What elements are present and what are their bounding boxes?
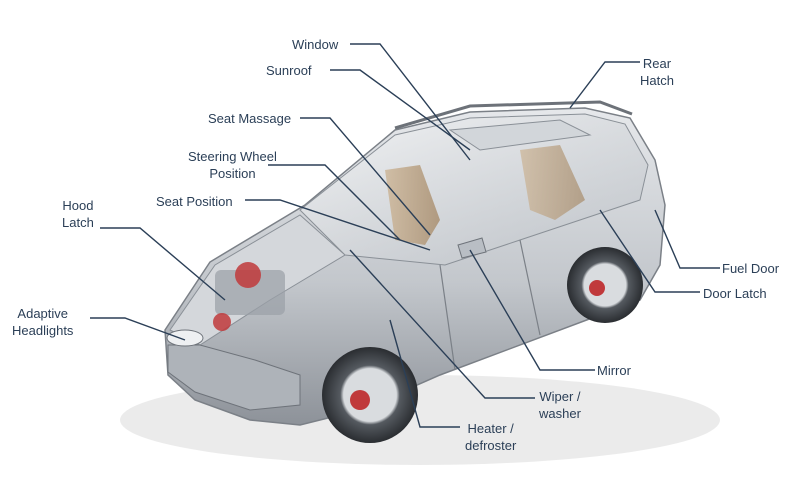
side-mirror	[457, 237, 487, 259]
label-rear-hatch-line2: Hatch	[640, 73, 674, 88]
label-seat-position: Seat Position	[156, 194, 233, 209]
leader-rear-hatch	[569, 61, 640, 109]
label-adaptive-headlights: Adaptive Headlights	[12, 305, 73, 339]
leader-heater-defroster	[389, 319, 460, 428]
leader-door-latch	[599, 209, 700, 293]
label-window: Window	[292, 37, 339, 52]
label-adaptive-headlights-line2: Headlights	[12, 323, 74, 338]
engine-block	[215, 270, 285, 315]
front-wheel	[322, 347, 418, 443]
rear-wheel	[567, 247, 643, 323]
roof-rail	[394, 100, 633, 130]
label-hood-latch: Hood Latch	[62, 197, 94, 231]
leader-seat-position	[245, 199, 431, 251]
label-heater-defroster-line1: Heater /	[467, 421, 514, 436]
label-fuel-door: Fuel Door	[722, 261, 780, 276]
rear-brake-caliper	[589, 280, 605, 296]
leader-mirror	[469, 249, 595, 371]
label-wiper-washer: Wiper / washer	[539, 388, 581, 422]
front-suspension-spring	[235, 262, 261, 288]
label-wiper-washer-line1: Wiper /	[539, 389, 581, 404]
label-door-latch: Door Latch	[703, 286, 767, 301]
leader-adaptive-headlights	[90, 317, 186, 341]
door-lines	[439, 239, 541, 371]
leader-seat-massage	[300, 117, 431, 236]
leader-steering-wheel	[268, 164, 401, 241]
front-brake-caliper	[350, 390, 370, 410]
front-brake	[213, 313, 231, 331]
label-steering-wheel-line2: Position	[209, 166, 256, 181]
label-steering-wheel-position: Steering Wheel Position	[188, 148, 277, 182]
label-adaptive-headlights-line1: Adaptive	[17, 306, 69, 321]
leader-sunroof	[330, 69, 471, 151]
leader-wiper-washer	[349, 249, 535, 399]
label-heater-defroster: Heater / defroster	[465, 420, 516, 454]
label-heater-defroster-line2: defroster	[465, 438, 517, 453]
headlight	[166, 329, 204, 347]
leader-fuel-door	[654, 209, 720, 269]
interior-seat-rear	[520, 145, 585, 220]
front-grille	[167, 344, 301, 411]
label-seat-massage: Seat Massage	[208, 111, 292, 126]
interior-seat-front	[385, 165, 440, 245]
label-wiper-washer-line2: washer	[539, 406, 581, 421]
leader-lines	[90, 43, 720, 428]
label-steering-wheel-line1: Steering Wheel	[188, 149, 277, 164]
label-sunroof: Sunroof	[266, 63, 312, 78]
label-rear-hatch: Rear Hatch	[640, 55, 674, 89]
label-hood-latch-line2: Latch	[62, 215, 94, 230]
leader-hood-latch	[100, 227, 226, 301]
label-rear-hatch-line1: Rear	[642, 56, 672, 71]
label-hood-latch-line1: Hood	[62, 198, 94, 213]
leader-window	[350, 43, 471, 161]
label-mirror: Mirror	[597, 363, 631, 378]
sunroof-panel	[448, 119, 592, 151]
